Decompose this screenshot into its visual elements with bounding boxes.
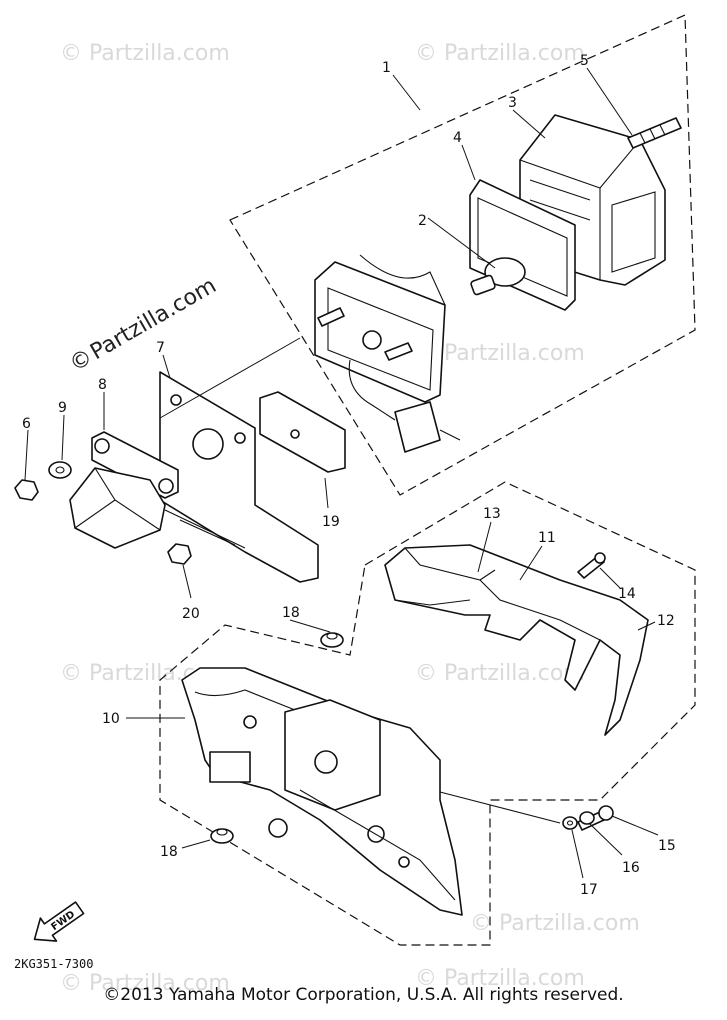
- callout-20: 20: [182, 606, 200, 622]
- bracket-assembly-boundary: [159, 481, 696, 946]
- copyright-notice: ©2013 Yamaha Motor Corporation, U.S.A. A…: [103, 985, 624, 1005]
- watermark-rotated-text: Partzilla.com: [86, 273, 220, 365]
- callout-8: 8: [98, 377, 107, 393]
- callout-12: 12: [657, 613, 675, 629]
- lamp-base: [314, 254, 461, 453]
- grommet-bottom: [210, 828, 234, 844]
- callout-7: 7: [156, 340, 165, 356]
- flat-washer: [562, 816, 578, 830]
- leader-lines: [24, 67, 659, 879]
- tail-bracket: [181, 667, 463, 916]
- grommet-top: [320, 632, 344, 648]
- watermark: © Partzilla.com: [60, 971, 230, 996]
- callout-3: 3: [508, 95, 517, 111]
- pad: [259, 391, 346, 473]
- nut: [14, 479, 39, 501]
- callout-15: 15: [658, 838, 676, 854]
- callout-18-bottom: 18: [160, 844, 178, 860]
- bracket-nut: [167, 543, 192, 565]
- taillight-assembly-boundary: [229, 14, 696, 496]
- callout-4: 4: [453, 130, 462, 146]
- rear-cover: [384, 544, 649, 736]
- callout-18-top: 18: [282, 605, 300, 621]
- callout-16: 16: [622, 860, 640, 876]
- watermark-group: © Partzilla.com © Partzilla.com © Partzi…: [60, 41, 640, 996]
- lock-washer: [579, 811, 595, 825]
- watermark: © Partzilla.com: [415, 661, 585, 686]
- callout-5: 5: [580, 53, 589, 69]
- watermark: © Partzilla.com: [470, 911, 640, 936]
- mounting-plate: [159, 371, 319, 583]
- callout-13: 13: [483, 506, 501, 522]
- watermark: © Partzilla.com: [415, 966, 585, 991]
- lens-screw: [627, 117, 682, 149]
- callout-11: 11: [538, 530, 556, 546]
- bulb: [470, 257, 526, 296]
- callout-2: 2: [418, 213, 427, 229]
- watermark: © Partzilla.com: [60, 41, 230, 66]
- callout-19: 19: [322, 514, 340, 530]
- callout-9: 9: [58, 400, 67, 416]
- spacer-plate: [91, 431, 179, 499]
- callout-6: 6: [22, 416, 31, 432]
- cover-screw: [577, 552, 606, 579]
- callout-group: 1 2 3 4 5 6 7 8 9 10 11 12 13 14 15 16 1…: [22, 53, 676, 898]
- watermark: © Partzilla.com: [415, 41, 585, 66]
- callout-1: 1: [382, 60, 391, 76]
- callout-14: 14: [618, 586, 636, 602]
- license-light: [69, 467, 166, 549]
- callout-17: 17: [580, 882, 598, 898]
- diagram-code: 2KG351-7300: [14, 957, 93, 971]
- forward-arrow-icon: FWD: [33, 901, 85, 942]
- callout-10: 10: [102, 711, 120, 727]
- watermark-rotated: © Partzilla.com: [66, 273, 221, 377]
- washer: [48, 461, 72, 479]
